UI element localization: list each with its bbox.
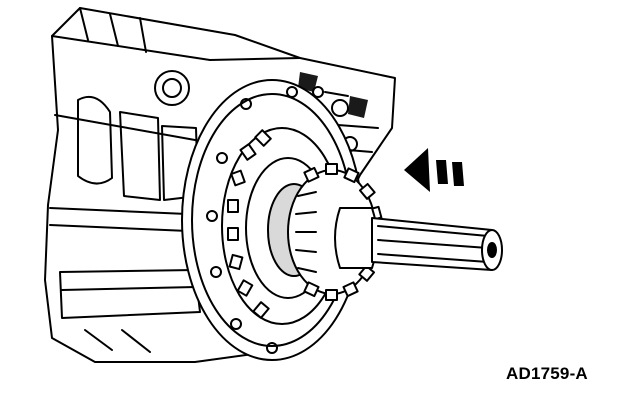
case-boss-hole [162,78,182,98]
case-bottom-pan-edge [61,286,197,291]
sprocket-spline [295,249,317,253]
arrow-head [404,148,430,192]
shaft-collar [334,207,378,269]
arrow-dash [452,162,464,186]
case-rib [324,91,349,97]
bolt-hole [216,152,228,164]
case-top-rib [109,13,119,47]
bolt-hole [230,318,242,330]
shaft-spline-line [377,253,489,263]
case-top-rib [79,7,89,41]
arrow-dash [436,160,448,184]
case-post [331,99,349,117]
sprocket-spline [295,211,317,215]
case-bottom-rib [84,329,113,351]
shaft-spline-line [377,239,489,249]
bolt-hole [210,266,222,278]
bolt-hole [266,342,278,354]
sprocket-spline [297,191,317,197]
sprocket-spline [297,267,317,273]
shaft-end-bore [487,242,497,258]
case-top-ridge [51,35,301,61]
shaft-spline-line [377,225,489,237]
hub-lugs [227,129,272,319]
case-shadow [298,72,318,92]
bolt-hole [312,86,324,98]
case-fin [77,96,113,185]
case-rib [337,124,379,129]
case-bottom-rib [121,329,151,353]
bolt-hole [240,98,252,110]
arrow-left-dashed-icon [404,148,464,192]
case-top-rib [139,17,147,53]
bolt-hole [286,86,298,98]
bolt-hole [206,210,218,222]
case-bottom-pan [59,269,201,319]
figure-reference-code: AD1759-A [506,364,588,383]
sprocket-teeth [303,163,383,301]
case-fin [119,111,161,201]
case-boss [154,70,190,106]
case-shadow [348,96,368,118]
output-shaft [334,207,503,271]
